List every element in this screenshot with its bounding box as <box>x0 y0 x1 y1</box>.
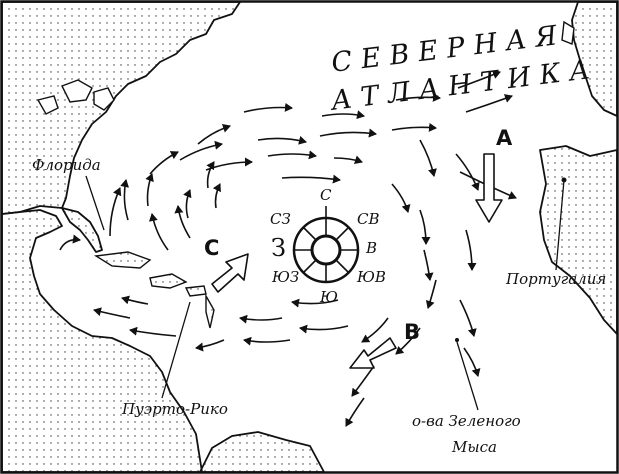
arrow-b-west <box>349 337 397 369</box>
compass-sw: ЮЗ <box>272 268 300 286</box>
compass-nw: СЗ <box>270 210 291 228</box>
compass-e: В <box>366 239 378 257</box>
current-arrows <box>59 70 517 427</box>
compass-w: З <box>271 234 286 262</box>
label-cape-verde-line2: Мыса <box>452 438 497 456</box>
europe-land <box>539 1 618 335</box>
marker-c: С <box>204 236 220 260</box>
marker-b: В <box>404 320 421 344</box>
arrow-a-south <box>475 153 503 223</box>
label-puerto-rico: Пуэрто-Рико <box>122 400 228 418</box>
north-america-land <box>1 1 325 473</box>
south-america-land <box>199 431 325 473</box>
cape-verde-islands-marker <box>455 338 459 342</box>
label-portugal: Португалия <box>506 270 607 288</box>
compass-ne: СВ <box>357 210 380 228</box>
big-arrows <box>211 153 503 369</box>
florida-peninsula <box>61 207 103 253</box>
compass-s: Ю <box>320 288 338 306</box>
label-cape-verde-line1: о-ва Зеленого <box>412 412 521 430</box>
marker-a: А <box>496 126 513 150</box>
iberia-africa-land <box>539 145 618 335</box>
compass-n: С <box>320 186 332 204</box>
compass-rose <box>292 206 360 284</box>
arrow-c-northeast <box>211 253 249 293</box>
central-america-land <box>1 209 203 473</box>
caribbean-islands <box>93 251 215 329</box>
great-lakes <box>36 79 115 115</box>
compass-se: ЮВ <box>357 268 386 286</box>
leader-lines <box>85 175 565 411</box>
label-florida: Флорида <box>32 156 101 174</box>
